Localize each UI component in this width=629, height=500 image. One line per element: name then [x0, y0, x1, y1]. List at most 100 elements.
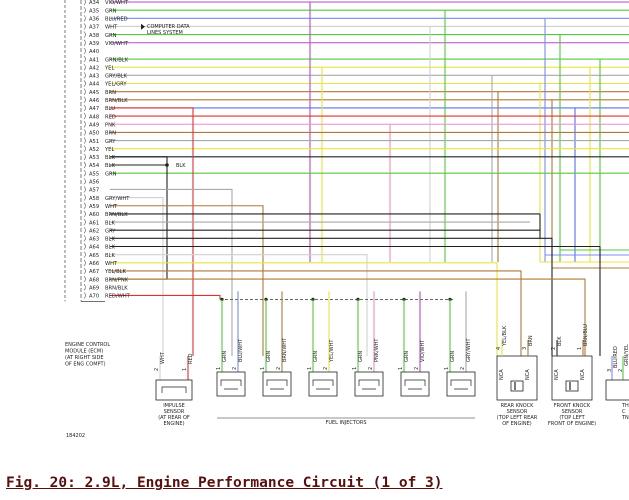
fuel-injector-body — [446, 371, 476, 397]
pin-number: A61 — [89, 220, 99, 226]
pin-wire-label: YEL/GRY — [104, 82, 127, 88]
wire-blk — [110, 156, 168, 165]
pin-number: A58 — [89, 196, 99, 202]
pin-terminal-mark — [83, 202, 86, 209]
pin-terminal-mark — [83, 121, 86, 128]
pin-wire-label: BLK — [105, 253, 115, 259]
pin-number: A59 — [89, 204, 99, 210]
pin-terminal-mark — [83, 267, 86, 275]
rear-knock-sensor-wire-label: YEL/BLK — [502, 325, 508, 347]
impulse-sensor-body — [155, 379, 193, 401]
rear-knock-sensor-element — [510, 380, 524, 392]
figure-caption: Fig. 20: 2.9L, Engine Performance Circui… — [6, 475, 443, 491]
pin-wire-label: BRN — [105, 90, 116, 96]
injector-pin-number: 2 — [460, 367, 466, 370]
fuel-injector-body — [404, 379, 426, 390]
rear-knock-sensor-wire-label: BRN — [528, 335, 534, 346]
pin-wire-label: BLK — [105, 163, 115, 169]
wire — [110, 270, 522, 356]
pin-terminal-mark — [83, 6, 86, 14]
right-component-wire-label: BLU/RED — [613, 346, 619, 368]
injector-pin-number: 1 — [216, 367, 222, 370]
front-knock-sensor-wire-label: BLK — [557, 336, 563, 346]
fuel-injector-body — [400, 371, 430, 397]
impulse-sensor-label: SENSOR — [164, 409, 185, 415]
pin-number: A39 — [89, 41, 99, 47]
pin-number: A36 — [89, 17, 99, 23]
data-lines-label: LINES SYSTEM — [147, 30, 183, 36]
pin-number: A54 — [89, 163, 100, 169]
figure-id: 184202 — [66, 433, 85, 439]
front-knock-sensor-element — [565, 380, 579, 392]
pin-terminal-mark — [83, 259, 86, 267]
pin-terminal-mark — [83, 96, 86, 104]
injector-wire-label: GRN — [313, 351, 319, 362]
pin-number: A35 — [89, 8, 99, 14]
pin-terminal-mark — [83, 104, 86, 112]
pin-terminal-mark — [83, 194, 86, 201]
pin-wire-label: BLU — [105, 106, 115, 112]
wire-layer: BLK — [110, 1, 629, 372]
injector-wire-label: BRN/WHT — [282, 337, 288, 362]
fuel-injectors-label: FUEL INJECTORS — [325, 420, 366, 426]
pin-number: A65 — [89, 253, 99, 259]
right-component-label: TH — [621, 403, 629, 409]
right-component-pin-number: 3 — [607, 369, 613, 372]
pin-number: A57 — [89, 188, 99, 194]
pin-wire-label: BLK — [105, 220, 115, 226]
wire — [110, 254, 368, 356]
pin-wire-label: BRN — [105, 131, 116, 137]
pin-wire-label: GRN — [105, 171, 117, 177]
pin-terminal-mark — [83, 137, 86, 144]
impulse-sensor-label: (AT REAR OF — [158, 415, 190, 421]
pin-wire-label: RED — [105, 114, 116, 120]
pin-number: A51 — [89, 139, 99, 145]
pin-number: A63 — [89, 237, 99, 243]
injector-wire-label: GRN — [222, 351, 228, 362]
pin-terminal-mark — [83, 0, 86, 6]
pin-number: A66 — [89, 261, 99, 267]
pin-number: A40 — [89, 49, 99, 55]
ecm-label: OF ENG COMPT) — [65, 362, 106, 368]
injector-wire-label: GRY/WHT — [466, 338, 472, 362]
pin-wire-label: BLU/RED — [105, 17, 128, 23]
injector-pin-number: 1 — [307, 367, 313, 370]
pin-wire-label: YEL — [104, 65, 114, 71]
pin-terminal-mark — [83, 235, 86, 242]
data-lines-arrow — [141, 23, 145, 30]
pin-terminal-mark — [83, 275, 86, 283]
pin-wire-label: BLK — [105, 237, 115, 243]
injector-pin-number: 2 — [232, 367, 238, 370]
front-knock-sensor-label: SENSOR — [562, 409, 583, 415]
pin-number: A69 — [89, 285, 99, 291]
impulse-sensor-label: IMPULSE — [163, 403, 185, 409]
pin-wire-label: PNK — [105, 122, 116, 128]
pin-terminal-mark — [83, 112, 86, 120]
pin-terminal-mark — [83, 80, 86, 87]
injector-pin-number: 1 — [444, 367, 450, 370]
fuel-injector-body — [358, 379, 380, 390]
rear-knock-sensor-label: SENSOR — [507, 409, 528, 415]
pin-terminal-mark — [83, 55, 86, 63]
pin-number: A48 — [89, 114, 99, 120]
pin-number: A68 — [89, 277, 99, 283]
data-lines-label: COMPUTER DATA — [147, 24, 190, 30]
impulse-sensor-body — [161, 386, 187, 393]
pin-wire-label: GRN/BLK — [105, 57, 129, 63]
right-component-wire-label: GRN/YEL — [624, 344, 629, 366]
pin-wire-label: BLK — [105, 245, 115, 251]
rear-knock-sensor-label: REAR KNOCK — [501, 403, 535, 409]
pin-wire-label: YEL/BLK — [104, 269, 127, 275]
injector-pin-number: 2 — [323, 367, 329, 370]
pin-terminal-mark — [83, 251, 86, 258]
right-component-label: C — [622, 409, 626, 415]
pin-terminal-mark — [83, 88, 86, 95]
pin-terminal-mark — [83, 284, 86, 291]
pin-terminal-mark — [83, 210, 86, 218]
front-knock-sensor-wire-label: BRN/BLU — [583, 324, 589, 346]
fuel-injector-body — [262, 371, 292, 397]
wire — [110, 205, 264, 356]
pin-number: A34 — [89, 0, 100, 6]
pin-wire-label: WHT — [105, 25, 118, 31]
impulse-sensor-label: ENGINE) — [163, 421, 184, 427]
